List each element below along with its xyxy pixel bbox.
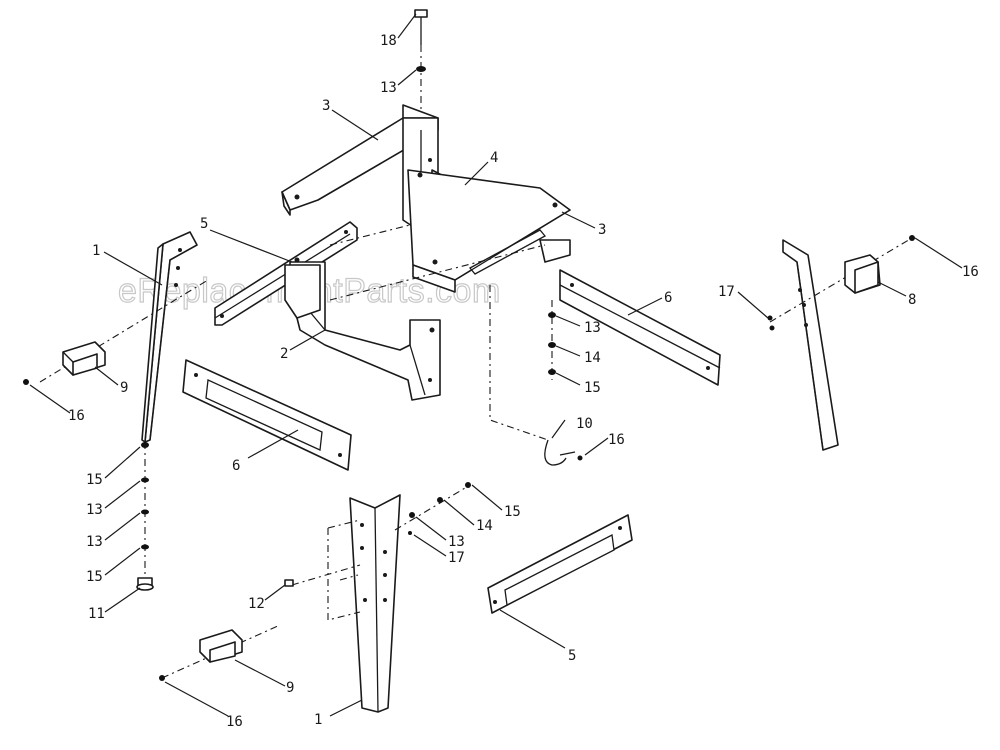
foot-part-11 bbox=[136, 577, 154, 591]
callout-16-mid: 16 bbox=[608, 432, 625, 448]
callout-17-right: 17 bbox=[718, 284, 735, 300]
bolt-16-bottom bbox=[159, 675, 165, 681]
washer-13-stack-a bbox=[141, 477, 149, 483]
callout-13-stack-a: 13 bbox=[86, 502, 103, 518]
callout-9-left: 9 bbox=[120, 380, 128, 396]
screw-17-front bbox=[408, 531, 412, 535]
callout-16-right: 16 bbox=[962, 264, 979, 280]
callout-2: 2 bbox=[280, 346, 288, 362]
callout-15-stack-a: 15 bbox=[86, 472, 103, 488]
panel-part-6-right bbox=[559, 269, 721, 386]
washer-13-front bbox=[409, 512, 415, 518]
callout-15-stack-b: 15 bbox=[86, 569, 103, 585]
nut-15-right bbox=[548, 369, 556, 375]
washer-13-stack-b bbox=[141, 509, 149, 515]
leg-part-1-left bbox=[141, 231, 198, 443]
rail-part-3-right bbox=[407, 169, 571, 293]
leader-lines bbox=[29, 13, 963, 717]
callout-4: 4 bbox=[490, 150, 498, 166]
washer-14-front bbox=[437, 497, 443, 503]
callout-13-right: 13 bbox=[584, 320, 601, 336]
callout-15-right: 15 bbox=[584, 380, 601, 396]
callout-13-top: 13 bbox=[380, 80, 397, 96]
nut-15-stack-b bbox=[141, 544, 149, 550]
callout-5-top: 5 bbox=[200, 216, 208, 232]
bracket-part-9-left bbox=[62, 341, 106, 376]
nut-15-stack-a bbox=[141, 442, 149, 448]
callout-14-front: 14 bbox=[476, 518, 493, 534]
callout-12: 12 bbox=[248, 596, 265, 612]
screw-part-18 bbox=[414, 9, 428, 110]
washer-14-right bbox=[548, 342, 556, 348]
callout-3-right: 3 bbox=[598, 222, 606, 238]
callout-16-bottom: 16 bbox=[226, 714, 243, 730]
callout-1-bottom: 1 bbox=[314, 712, 322, 728]
frame-part-2 bbox=[284, 257, 441, 401]
callout-16-left: 16 bbox=[68, 408, 85, 424]
washer-part-13-top bbox=[416, 66, 426, 72]
nut-15-front bbox=[465, 482, 471, 488]
leg-part-1-right bbox=[782, 239, 839, 451]
callout-18: 18 bbox=[380, 33, 397, 49]
hook-part-10 bbox=[544, 439, 576, 466]
callout-9-bottom: 9 bbox=[286, 680, 294, 696]
washer-13-right bbox=[548, 312, 556, 318]
bracket-part-9-bottom bbox=[199, 629, 243, 663]
callout-6-left: 6 bbox=[232, 458, 240, 474]
callout-11: 11 bbox=[88, 606, 105, 622]
callout-14-right: 14 bbox=[584, 350, 601, 366]
callout-6-right: 6 bbox=[664, 290, 672, 306]
rail-part-5-bottom bbox=[487, 514, 633, 614]
callout-5-bottom: 5 bbox=[568, 648, 576, 664]
bolt-16-mid bbox=[577, 455, 583, 461]
callout-13-stack-b: 13 bbox=[86, 534, 103, 550]
bolt-16-right bbox=[909, 235, 915, 241]
screw-17-right-b bbox=[769, 325, 775, 331]
panel-part-6-left bbox=[182, 359, 352, 471]
screw-part-12 bbox=[284, 579, 294, 587]
callout-8: 8 bbox=[908, 292, 916, 308]
callout-10: 10 bbox=[576, 416, 593, 432]
callout-15-front: 15 bbox=[504, 504, 521, 520]
leg-part-1-front bbox=[349, 494, 401, 713]
callout-1-left: 1 bbox=[92, 243, 100, 259]
bolt-16-left bbox=[23, 379, 29, 385]
callout-17-front: 17 bbox=[448, 550, 465, 566]
bracket-part-8 bbox=[844, 254, 881, 294]
callout-3-left: 3 bbox=[322, 98, 330, 114]
callout-13-front: 13 bbox=[448, 534, 465, 550]
screw-17-right-a bbox=[767, 315, 773, 321]
